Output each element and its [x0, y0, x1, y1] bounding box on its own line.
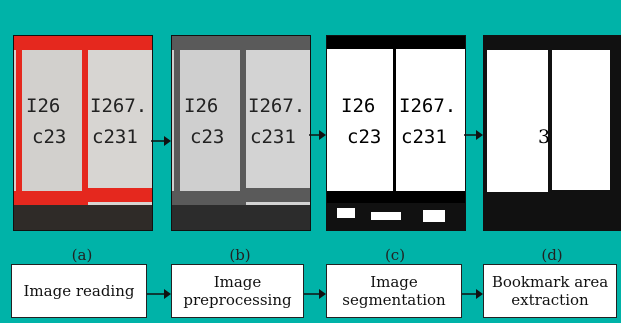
- book-left-label-2: c23: [190, 126, 224, 148]
- panel-d-mask: 3: [483, 35, 621, 231]
- panel-c-segmented: I26 c23 I267. c231: [326, 35, 466, 231]
- arrow-icon: [304, 289, 326, 299]
- step-image-segmentation: Image segmentation: [326, 264, 462, 318]
- book-right-label-1: I267.: [399, 95, 456, 117]
- book-right-label-1: I267.: [248, 95, 305, 117]
- arrow-icon: [309, 130, 326, 140]
- panel-a-image-reading: I26 c23 I267. c231: [13, 35, 153, 231]
- step-label: Bookmark area extraction: [491, 273, 609, 309]
- caption-d: (d): [541, 246, 563, 264]
- step-label: Image preprocessing: [183, 273, 292, 309]
- arrow-icon: [151, 136, 171, 146]
- book-left-label-2: c23: [32, 126, 66, 148]
- book-left-label-2: c23: [347, 126, 381, 148]
- book-right-label-2: c231: [401, 126, 447, 148]
- book-left-label-1: I26: [184, 95, 218, 117]
- step-label: Image segmentation: [342, 273, 446, 309]
- book-left-label-1: I26: [26, 95, 60, 117]
- book-right-label-1: I267.: [90, 95, 147, 117]
- book-right-label-2: c231: [92, 126, 138, 148]
- book-right-label-2: c231: [250, 126, 296, 148]
- step-image-reading: Image reading: [11, 264, 147, 318]
- edge-digit: 3: [538, 126, 550, 148]
- caption-c: (c): [384, 246, 406, 264]
- book-left-label-1: I26: [341, 95, 375, 117]
- caption-b: (b): [229, 246, 251, 264]
- arrow-icon: [464, 130, 483, 140]
- arrow-icon: [462, 289, 483, 299]
- arrow-icon: [147, 289, 171, 299]
- caption-a: (a): [71, 246, 93, 264]
- step-bookmark-area-extraction: Bookmark area extraction: [483, 264, 617, 318]
- step-label: Image reading: [23, 282, 135, 300]
- panel-b-preprocessed: I26 c23 I267. c231: [171, 35, 311, 231]
- step-image-preprocessing: Image preprocessing: [171, 264, 304, 318]
